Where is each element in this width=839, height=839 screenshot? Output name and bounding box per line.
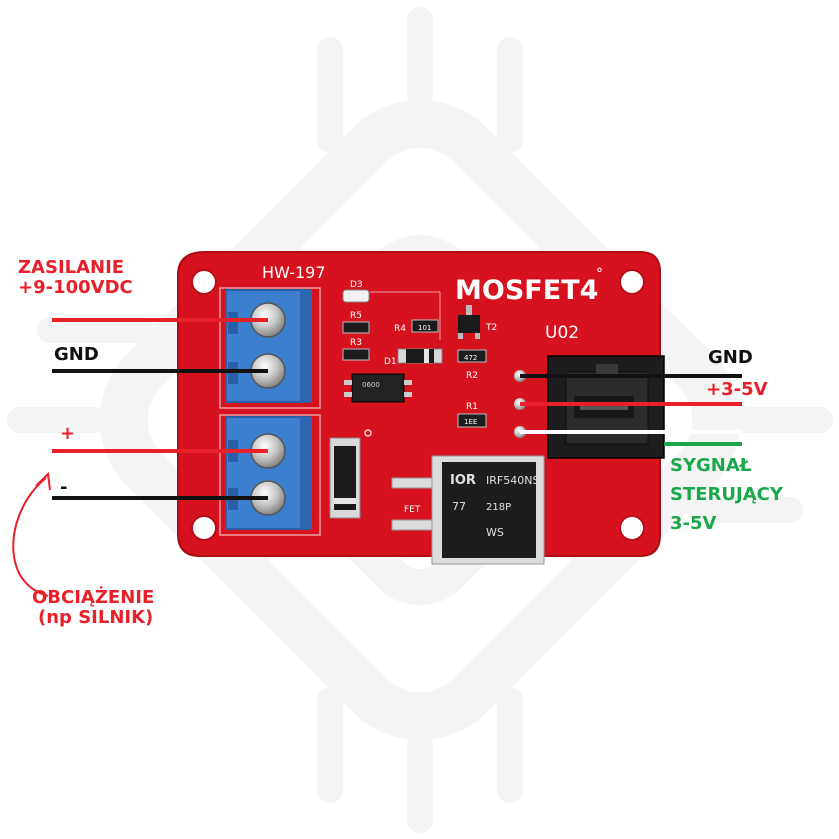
opto-marking: 0600	[362, 381, 380, 389]
mount-hole-top-right	[619, 269, 645, 295]
label-d1: D1	[384, 357, 397, 367]
mount-hole-bottom-right	[619, 515, 645, 541]
silkscreen-text: HW-197 MOSFET4 ° U02 D3 R5 R3 R4 101 T2 …	[262, 263, 603, 539]
label-signal-line1: SYGNAŁ	[670, 455, 752, 476]
label-r5: R5	[350, 311, 362, 321]
label-power-line1: ZASILANIE	[18, 257, 125, 278]
terminal-block-power	[225, 289, 312, 403]
label-power-line2: +9-100VDC	[18, 277, 133, 299]
label-r3: R3	[350, 338, 362, 348]
mosfet-marking-2: 218P	[486, 502, 511, 513]
label-load-line1: OBCIĄŻENIE	[32, 587, 155, 608]
terminal-block-load	[225, 416, 312, 530]
label-fet: FET	[404, 505, 421, 515]
label-load: OBCIĄŻENIE (np SILNIK)	[32, 587, 155, 629]
signal-connector	[514, 355, 665, 459]
board-title-mark: °	[596, 266, 603, 282]
mosfet-irf540ns	[391, 455, 545, 565]
smd-components	[329, 289, 487, 519]
label-vcc-right: +3-5V	[706, 379, 768, 400]
mosfet-marking-1: IRF540NS	[486, 474, 539, 487]
connector-label: U02	[545, 323, 579, 343]
pointer-lines	[12, 318, 742, 597]
label-r4: R4	[394, 324, 406, 334]
label-r1: R1	[466, 402, 478, 412]
code-r2: 472	[464, 354, 477, 362]
mosfet-marking-3: 77	[452, 500, 466, 513]
label-power-supply: ZASILANIE +9-100VDC	[18, 257, 133, 299]
board-title: MOSFET4	[455, 275, 598, 306]
label-plus: +	[60, 423, 76, 444]
load-arrow-curve	[12, 477, 49, 597]
label-gnd-left: GND	[54, 344, 99, 365]
label-load-line2: (np SILNIK)	[38, 607, 154, 629]
code-r4: 101	[418, 324, 431, 332]
label-r2: R2	[466, 371, 478, 381]
load-arrow-head	[35, 471, 51, 491]
label-control-signal: SYGNAŁ STERUJĄCY 3-5V	[670, 452, 783, 538]
label-signal-line3: 3-5V	[670, 512, 717, 534]
mosfet-logo: IOR	[450, 473, 476, 488]
mount-hole-bottom-left	[191, 515, 217, 541]
label-gnd-right: GND	[708, 347, 753, 368]
board-model: HW-197	[262, 263, 326, 282]
label-t2: T2	[485, 323, 497, 333]
label-d3: D3	[350, 280, 363, 290]
mount-hole-top-left	[191, 269, 217, 295]
label-minus: -	[60, 477, 68, 498]
label-signal-line2: STERUJĄCY	[670, 483, 783, 505]
mosfet-marking-4: WS	[486, 526, 504, 539]
code-r1: 1EE	[464, 418, 477, 426]
